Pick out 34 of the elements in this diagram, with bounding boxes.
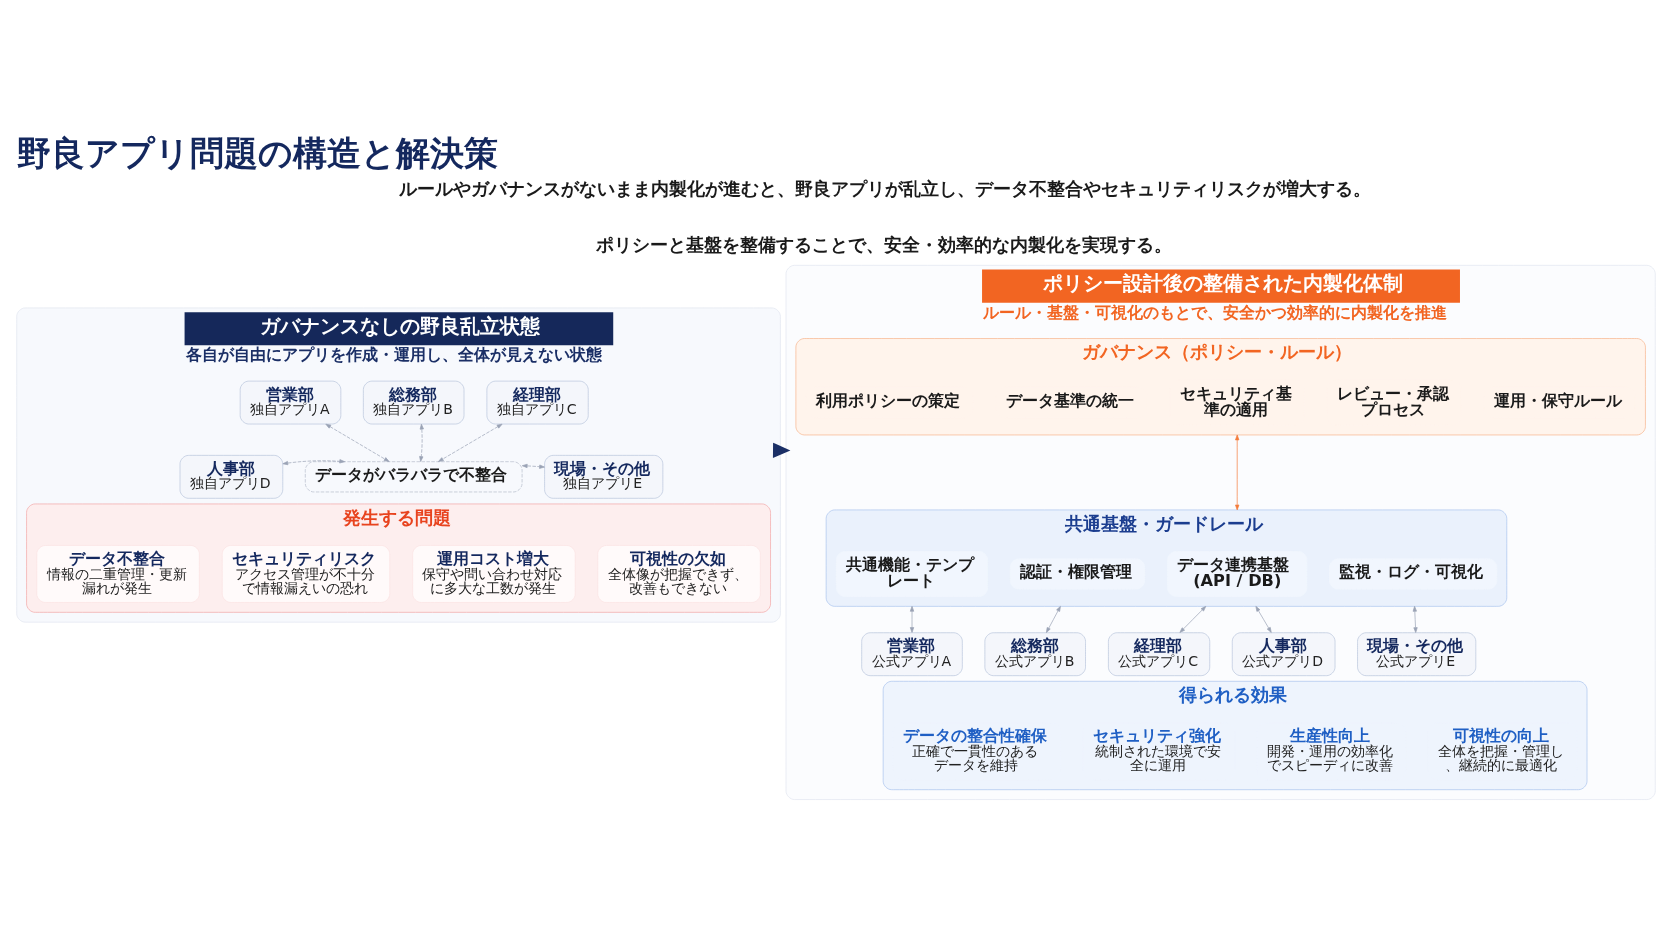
node-text: 生産性向上 開発・運用の効率化でスピーディに改善 xyxy=(1267,726,1394,773)
node-text: データ基準の統一 xyxy=(1005,391,1134,411)
arrow xyxy=(1255,606,1272,633)
node-box: 人事部 独自アプリD xyxy=(179,455,284,499)
diagram-title: 野良アプリ問題の構造と解決策 xyxy=(16,133,498,173)
node-box: 経理部 独自アプリC xyxy=(486,380,589,425)
arrow xyxy=(325,423,390,462)
node-box: 営業部 公式アプリA xyxy=(861,632,963,676)
label: ポリシーと基盤を整備することで、安全・効率的な内製化を実現する。 xyxy=(596,234,1173,255)
node-text: セキュリティ基準の適用 xyxy=(1179,383,1292,419)
node-text: セキュリティ強化 統制された環境で安全に運用 xyxy=(1093,726,1222,773)
arrow xyxy=(772,442,791,458)
node-box: 営業部 独自アプリA xyxy=(239,380,342,425)
node-box: 現場・その他 独自アプリE xyxy=(544,455,664,499)
node-box: 総務部 公式アプリB xyxy=(984,632,1086,676)
node-box: 経理部 公式アプリC xyxy=(1108,632,1211,676)
arrow xyxy=(1046,606,1061,633)
node-text: 可視性の向上 全体を把握・管理し、継続的に最適化 xyxy=(1438,726,1565,773)
arrow xyxy=(909,606,915,633)
arrow xyxy=(521,463,545,469)
node-text: 利用ポリシーの策定 xyxy=(815,391,960,411)
node-text: 運用・保守ルール xyxy=(1493,391,1622,411)
label: ルールやガバナンスがないまま内製化が進むと、野良アプリが乱立し、データ不整合やセキュリティリスクが増大する。 xyxy=(398,178,1371,199)
arrow xyxy=(1235,434,1240,511)
node-box: 現場・その他 公式アプリE xyxy=(1357,632,1477,676)
node-box: 総務部 独自アプリB xyxy=(363,380,465,425)
node-text: レビュー・承認プロセス xyxy=(1336,383,1449,419)
arrow xyxy=(1412,606,1418,633)
arrow xyxy=(438,423,503,462)
arrow xyxy=(1179,606,1207,633)
arrow xyxy=(282,459,346,466)
node-box: 人事部 公式アプリD xyxy=(1231,632,1336,676)
node-text: データの整合性確保 正確で一貫性のあるデータを維持 xyxy=(902,726,1047,773)
arrow xyxy=(419,423,424,462)
